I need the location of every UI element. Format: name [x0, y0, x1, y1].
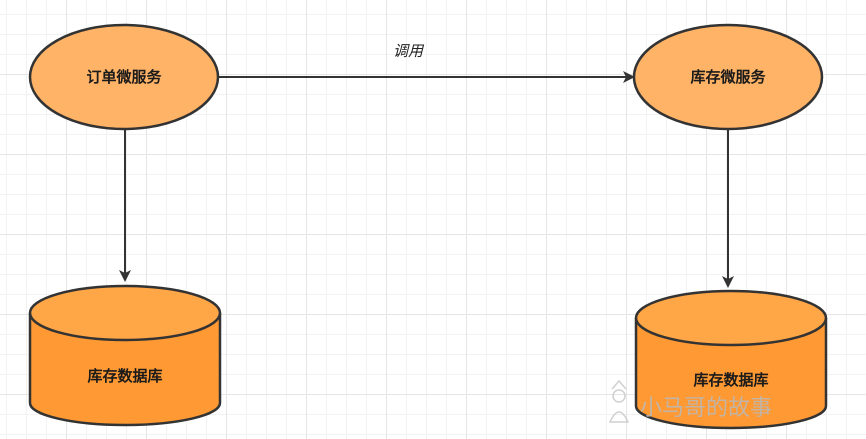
edge-call-label: 调用 [393, 42, 425, 60]
watermark: 小马哥的故事 [608, 379, 772, 423]
db-right-top [634, 289, 828, 347]
node-inventory-db-right[interactable]: 库存数据库 [634, 289, 828, 430]
node-inventory-service[interactable]: 库存微服务 [632, 23, 824, 131]
node-order-service[interactable]: 订单微服务 [28, 23, 220, 131]
edge-call: 调用 [218, 42, 635, 83]
node-inventory-service-label: 库存微服务 [690, 68, 766, 86]
node-order-service-shape [28, 23, 220, 131]
db-left-top [28, 284, 222, 342]
node-inventory-db-left-label: 库存数据库 [87, 367, 162, 385]
person-icon [608, 379, 630, 423]
db-right-body [634, 318, 828, 430]
node-inventory-db-left[interactable]: 库存数据库 [28, 284, 222, 427]
node-inventory-db-right-label: 库存数据库 [693, 371, 768, 389]
node-order-service-label: 订单微服务 [86, 68, 162, 86]
node-inventory-service-shape [632, 23, 824, 131]
watermark-text: 小马哥的故事 [640, 396, 772, 421]
db-left-body [28, 313, 222, 427]
